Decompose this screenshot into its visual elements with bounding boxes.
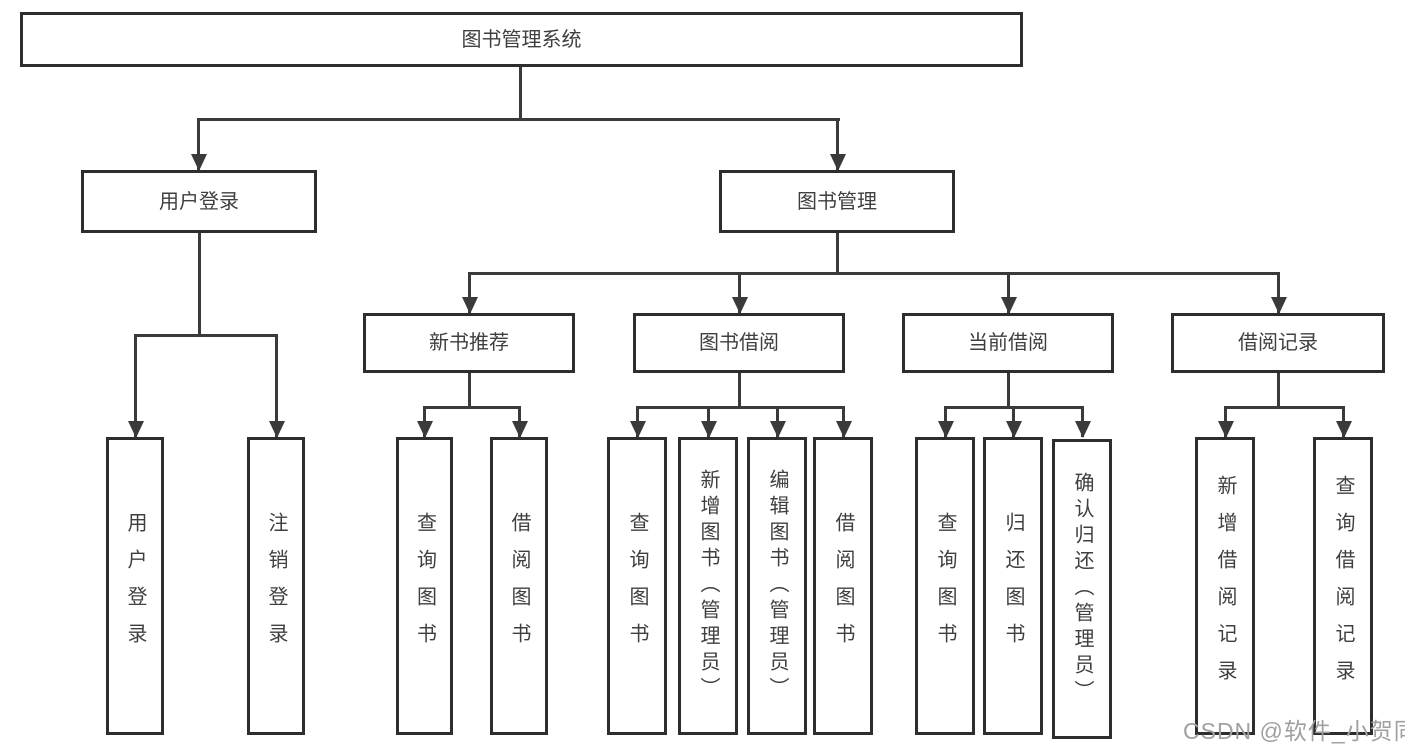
connector-arrow <box>1007 274 1010 313</box>
node-book-management-label: 图书管理 <box>797 190 877 213</box>
leaf-confirm-return-admin-label: 确认归还（管理员） <box>1071 472 1093 706</box>
leaf-add-borrow-record: 新增借阅记录 <box>1195 437 1255 735</box>
connector-arrow <box>707 408 710 437</box>
leaf-borrow-books-recommend: 借阅图书 <box>490 437 548 735</box>
connector-arrow <box>1012 408 1015 437</box>
node-book-borrowing-label: 图书借阅 <box>699 332 779 354</box>
node-library-system-label: 图书管理系统 <box>461 28 582 51</box>
node-borrowing-records-label: 借阅记录 <box>1238 332 1318 354</box>
node-user-login: 用户登录 <box>81 170 317 233</box>
connector-line <box>1224 406 1345 409</box>
node-library-system: 图书管理系统 <box>20 12 1023 67</box>
leaf-edit-books-admin: 编辑图书（管理员） <box>747 437 807 735</box>
node-borrowing-records: 借阅记录 <box>1171 313 1385 373</box>
leaf-borrow-books: 借阅图书 <box>813 437 873 735</box>
leaf-add-books-admin-label: 新增图书（管理员） <box>697 469 719 703</box>
connector-line <box>519 67 522 120</box>
connector-arrow <box>738 274 741 313</box>
connector-line <box>836 233 839 274</box>
leaf-add-books-admin: 新增图书（管理员） <box>678 437 738 735</box>
connector-arrow <box>776 408 779 437</box>
connector-arrow <box>944 408 947 437</box>
node-new-book-recommend-label: 新书推荐 <box>429 332 509 354</box>
leaf-add-borrow-record-label: 新增借阅记录 <box>1214 475 1236 697</box>
leaf-logout-label: 注销登录 <box>265 512 287 660</box>
connector-line <box>636 406 845 409</box>
connector-arrow <box>275 336 278 437</box>
leaf-logout: 注销登录 <box>247 437 305 735</box>
connector-line <box>197 118 840 121</box>
leaf-user-login-label: 用户登录 <box>124 512 146 660</box>
connector-line <box>198 233 201 335</box>
leaf-user-login: 用户登录 <box>106 437 164 735</box>
connector-arrow <box>1277 274 1280 313</box>
connector-arrow <box>836 120 839 170</box>
connector-arrow <box>1224 408 1227 437</box>
leaf-query-books-recommend-label: 查询图书 <box>413 512 436 660</box>
connector-arrow <box>1342 408 1345 437</box>
leaf-borrow-books-recommend-label: 借阅图书 <box>508 512 530 660</box>
node-current-borrowing: 当前借阅 <box>902 313 1114 373</box>
csdn-watermark: CSDN @软件_小贺同学 <box>1183 718 1405 744</box>
leaf-return-books: 归还图书 <box>983 437 1043 735</box>
connector-line <box>423 406 521 409</box>
node-book-management: 图书管理 <box>719 170 955 233</box>
node-new-book-recommend: 新书推荐 <box>363 313 575 373</box>
node-current-borrowing-label: 当前借阅 <box>968 332 1048 354</box>
node-book-borrowing: 图书借阅 <box>633 313 845 373</box>
connector-line <box>738 373 741 408</box>
node-user-login-label: 用户登录 <box>159 190 239 213</box>
leaf-confirm-return-admin: 确认归还（管理员） <box>1052 439 1112 739</box>
leaf-edit-books-admin-label: 编辑图书（管理员） <box>766 469 788 703</box>
leaf-query-books-borrowing-label: 查询图书 <box>626 512 648 660</box>
connector-arrow <box>636 408 639 437</box>
connector-arrow <box>1081 408 1084 437</box>
connector-arrow <box>518 408 521 437</box>
connector-line <box>1277 373 1280 408</box>
leaf-query-books-recommend: 查询图书 <box>396 437 453 735</box>
leaf-query-books-borrowing: 查询图书 <box>607 437 667 735</box>
connector-line <box>1007 373 1010 408</box>
connector-arrow <box>134 336 137 437</box>
connector-arrow <box>468 274 471 313</box>
connector-arrow <box>197 120 200 170</box>
connector-arrow <box>423 408 426 437</box>
leaf-query-borrow-record: 查询借阅记录 <box>1313 437 1373 735</box>
leaf-return-books-label: 归还图书 <box>1002 512 1024 660</box>
connector-line <box>134 334 278 337</box>
leaf-borrow-books-label: 借阅图书 <box>832 512 854 660</box>
connector-line <box>468 272 1280 275</box>
leaf-query-borrow-record-label: 查询借阅记录 <box>1332 475 1354 697</box>
leaf-query-books-current: 查询图书 <box>915 437 975 735</box>
connector-line <box>468 373 471 408</box>
connector-arrow <box>842 408 845 437</box>
leaf-query-books-current-label: 查询图书 <box>934 512 956 660</box>
